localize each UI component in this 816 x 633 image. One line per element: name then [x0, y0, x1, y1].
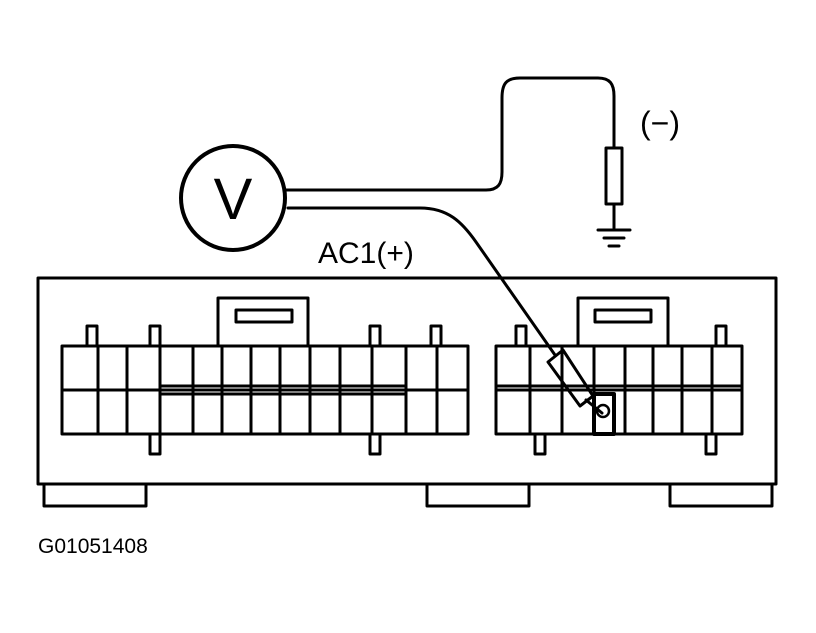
negative-terminal-label: (−)	[640, 105, 680, 141]
probe-icon	[546, 348, 595, 408]
voltmeter-symbol: V	[214, 167, 253, 232]
positive-terminal-label: AC1(+)	[318, 237, 414, 270]
negative-test-lead	[284, 76, 624, 230]
right-pin-grid	[528, 344, 714, 436]
positive-test-lead	[286, 206, 611, 419]
voltmeter-icon	[179, 144, 287, 252]
figure-id: G01051408	[38, 535, 148, 558]
left-pin-grid	[96, 344, 439, 436]
connector-icon	[36, 276, 778, 508]
ground-icon	[596, 228, 632, 248]
